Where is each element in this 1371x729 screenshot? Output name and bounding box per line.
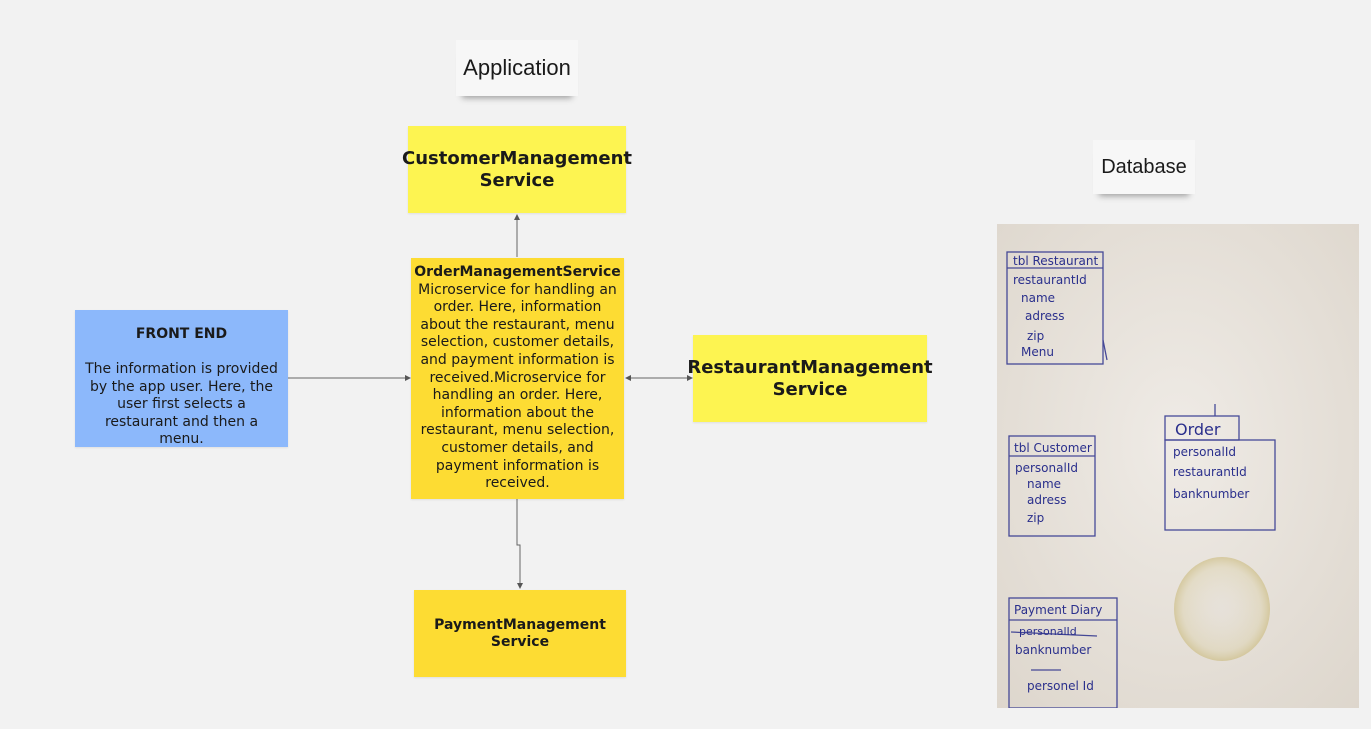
- customer-management-service-title: CustomerManagement Service: [401, 147, 633, 191]
- sketch-table-order-field-3: banknumber: [1173, 487, 1249, 501]
- payment-management-service-note[interactable]: PaymentManagement Service: [414, 590, 626, 677]
- customer-management-service-note[interactable]: CustomerManagement Service: [402, 126, 632, 213]
- order-management-service-note[interactable]: OrderManagementService Microservice for …: [411, 258, 624, 499]
- connector-order-to-payment[interactable]: [516, 499, 523, 589]
- sketch-table-order-field-2: restaurantId: [1173, 465, 1247, 479]
- database-label-text: Database: [1101, 155, 1187, 178]
- sketch-table-restaurant-field-5: Menu: [1021, 345, 1054, 359]
- database-label[interactable]: Database: [1093, 140, 1195, 194]
- sketch-table-restaurant-field-4: zip: [1027, 329, 1044, 343]
- sketch-table-restaurant-field-1: restaurantId: [1013, 273, 1087, 287]
- sketch-table-customer-field-3: adress: [1027, 493, 1067, 507]
- application-label-text: Application: [463, 55, 571, 80]
- sketch-table-order-field-1: personalId: [1173, 445, 1236, 459]
- database-sketch-image[interactable]: tbl Restaurant restaurantId name adress …: [997, 224, 1359, 708]
- sketch-table-customer-field-2: name: [1027, 477, 1061, 491]
- front-end-title: FRONT END: [135, 326, 228, 342]
- sketch-table-customer-field-1: personalId: [1015, 461, 1078, 475]
- sketch-table-restaurant-field-3: adress: [1025, 309, 1065, 323]
- sketch-table-restaurant-field-2: name: [1021, 291, 1055, 305]
- order-management-service-title: OrderManagementService: [414, 264, 621, 280]
- restaurant-management-service-note[interactable]: RestaurantManagement Service: [687, 335, 933, 422]
- sketch-table-payment-field-2: banknumber: [1015, 643, 1091, 657]
- application-label[interactable]: Application: [456, 40, 578, 96]
- sketch-table-restaurant-title: tbl Restaurant: [1013, 254, 1098, 268]
- sketch-table-payment-field-3: personel Id: [1027, 679, 1094, 693]
- sketch-table-payment-field-1: personalId: [1019, 625, 1077, 638]
- order-management-service-body: Microservice for handling an order. Here…: [418, 281, 617, 492]
- front-end-body: The information is provided by the app u…: [85, 361, 278, 448]
- database-sketch-drawing: tbl Restaurant restaurantId name adress …: [997, 224, 1359, 708]
- front-end-note[interactable]: FRONT END The information is provided by…: [75, 310, 288, 447]
- sketch-table-order-title: Order: [1175, 420, 1221, 439]
- sketch-table-customer-title: tbl Customer: [1014, 441, 1092, 455]
- restaurant-management-service-title: RestaurantManagement Service: [687, 356, 933, 400]
- sketch-table-payment-title: Payment Diary: [1014, 603, 1102, 617]
- sketch-table-customer-field-4: zip: [1027, 511, 1044, 525]
- payment-management-service-title: PaymentManagement Service: [434, 616, 606, 650]
